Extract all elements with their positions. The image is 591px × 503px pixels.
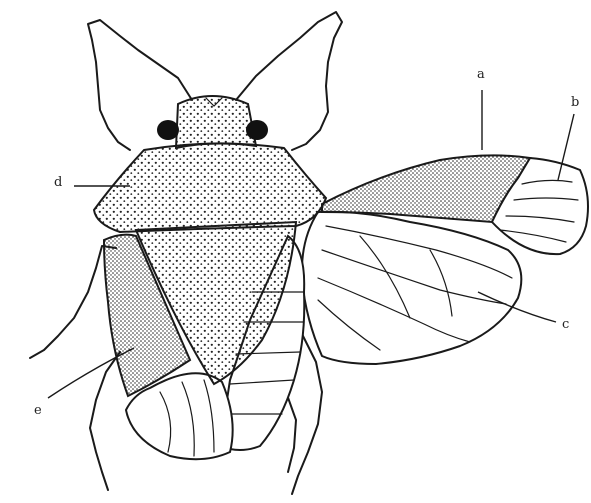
- pronotum: [94, 143, 326, 232]
- label-e: e: [34, 403, 42, 418]
- label-c: c: [562, 317, 569, 332]
- label-b: b: [571, 95, 579, 110]
- label-d: d: [54, 175, 62, 190]
- label-a: a: [477, 67, 485, 82]
- left-eye: [157, 120, 179, 140]
- right-eye: [246, 120, 268, 140]
- hindwing: [302, 212, 522, 364]
